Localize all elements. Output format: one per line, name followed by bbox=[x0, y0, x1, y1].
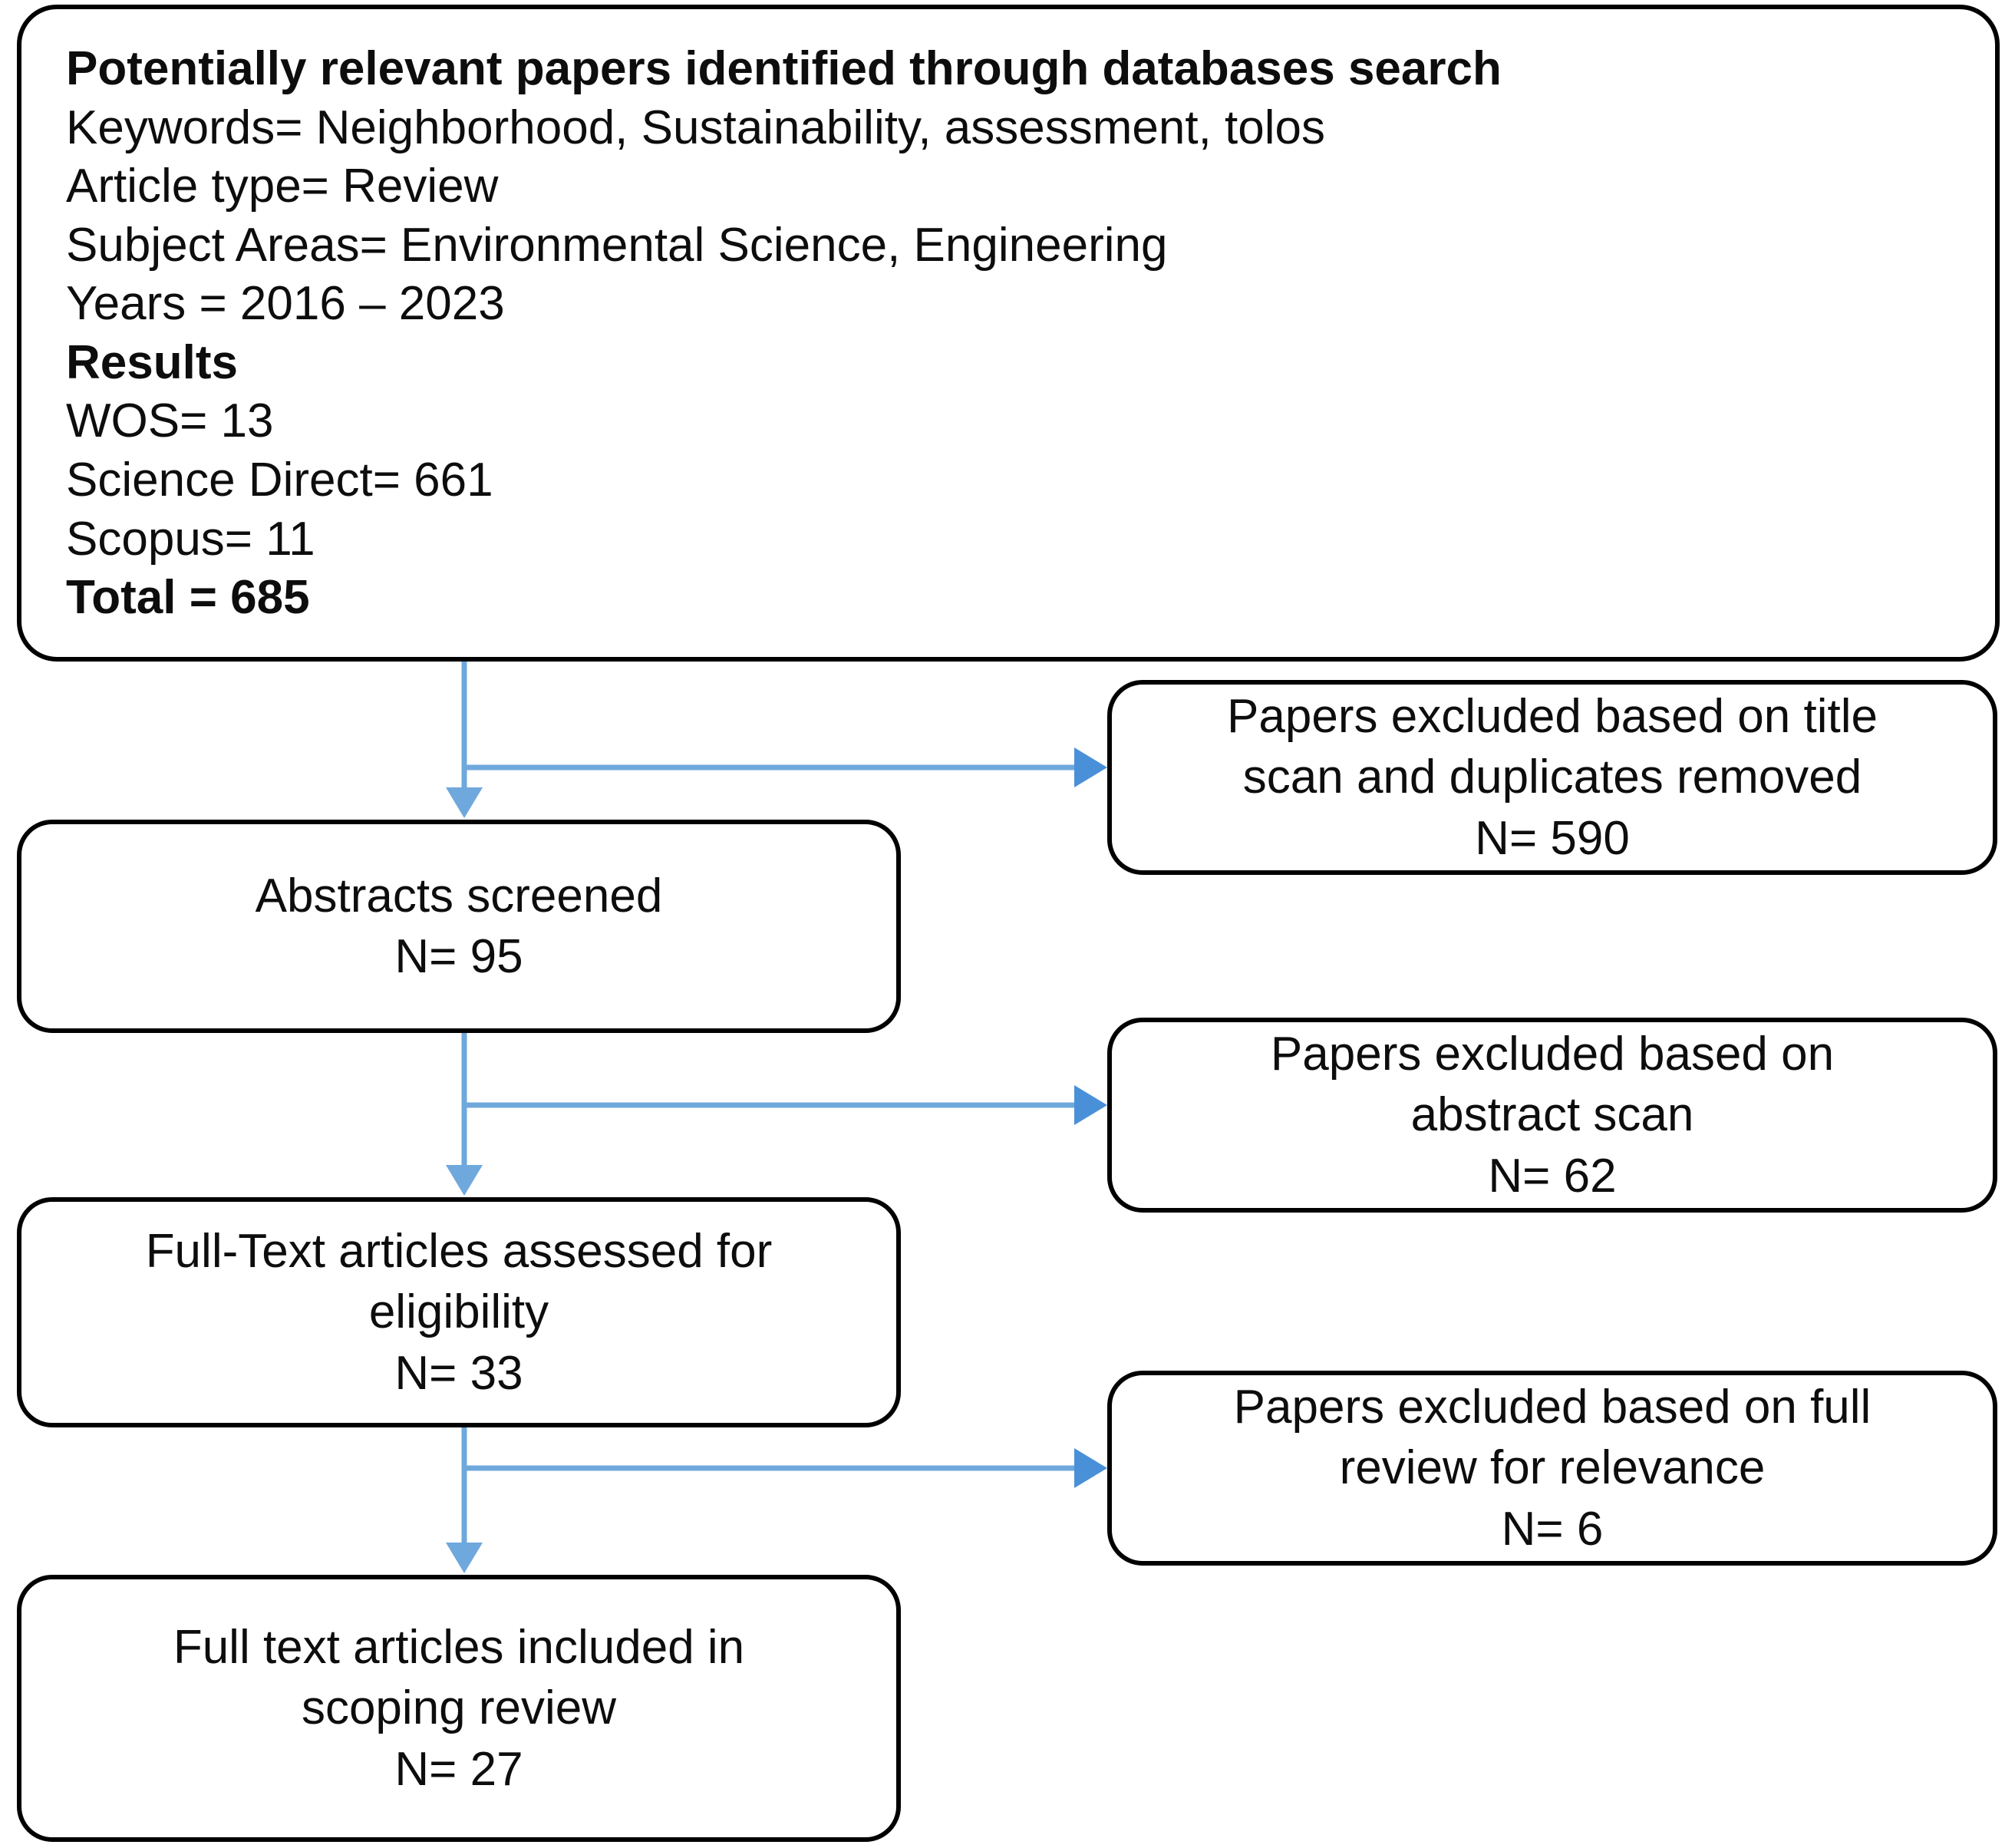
included-articles-label-line2: scoping review bbox=[301, 1681, 617, 1735]
excluded-title-scan-label-line2: scan and duplicates removed bbox=[1242, 751, 1862, 804]
excluded-abstract-scan-label-line2: abstract scan bbox=[1410, 1088, 1694, 1142]
excluded-full-review-count: N= 6 bbox=[1501, 1502, 1604, 1556]
included-articles-count: N= 27 bbox=[394, 1742, 523, 1796]
abstracts-screened-count: N= 95 bbox=[394, 930, 523, 983]
excluded-title-scan-box: Papers excluded based on title scan and … bbox=[1107, 680, 1997, 875]
identification-heading: Potentially relevant papers identified t… bbox=[66, 42, 1502, 95]
fulltext-assessed-label-line1: Full-Text articles assessed for bbox=[145, 1224, 773, 1278]
connector-to-excluded-full bbox=[464, 1448, 1107, 1488]
identification-scopus-count: Scopus= 11 bbox=[66, 512, 315, 566]
excluded-full-review-box: Papers excluded based on full review for… bbox=[1107, 1371, 1997, 1566]
fulltext-assessed-label-line2: eligibility bbox=[368, 1285, 549, 1339]
excluded-abstract-scan-label-line1: Papers excluded based on bbox=[1270, 1027, 1835, 1081]
abstracts-screened-label: Abstracts screened bbox=[255, 869, 663, 922]
identification-article-type: Article type= Review bbox=[66, 160, 499, 213]
connector-identification-to-abstracts bbox=[446, 658, 483, 818]
identification-subject-areas: Subject Areas= Environmental Science, En… bbox=[66, 218, 1168, 272]
excluded-abstract-scan-count: N= 62 bbox=[1488, 1149, 1617, 1203]
identification-results-heading: Results bbox=[66, 335, 238, 389]
connector-abstracts-to-fulltext bbox=[446, 1033, 483, 1196]
excluded-full-review-label-line1: Papers excluded based on full bbox=[1233, 1380, 1872, 1434]
identification-years: Years = 2016 – 2023 bbox=[66, 277, 505, 331]
abstracts-screened-box: Abstracts screened N= 95 bbox=[17, 820, 901, 1033]
connector-fulltext-to-included bbox=[446, 1427, 483, 1573]
included-articles-label-line1: Full text articles included in bbox=[173, 1620, 745, 1674]
identification-box: Potentially relevant papers identified t… bbox=[17, 5, 2000, 662]
excluded-title-scan-label-line1: Papers excluded based on title bbox=[1227, 689, 1878, 743]
excluded-title-scan-count: N= 590 bbox=[1475, 811, 1630, 865]
identification-wos-count: WOS= 13 bbox=[66, 394, 274, 448]
fulltext-assessed-count: N= 33 bbox=[394, 1346, 523, 1400]
connector-to-excluded-title bbox=[464, 747, 1107, 787]
identification-keywords: Keywords= Neighborhood, Sustainability, … bbox=[66, 101, 1326, 154]
connector-to-excluded-abstract bbox=[464, 1085, 1107, 1125]
excluded-full-review-label-line2: review for relevance bbox=[1339, 1441, 1766, 1495]
included-articles-box: Full text articles included in scoping r… bbox=[17, 1575, 901, 1842]
identification-science-direct-count: Science Direct= 661 bbox=[66, 453, 493, 507]
fulltext-assessed-box: Full-Text articles assessed for eligibil… bbox=[17, 1197, 901, 1427]
excluded-abstract-scan-box: Papers excluded based on abstract scan N… bbox=[1107, 1018, 1997, 1213]
identification-total-count: Total = 685 bbox=[66, 571, 310, 625]
